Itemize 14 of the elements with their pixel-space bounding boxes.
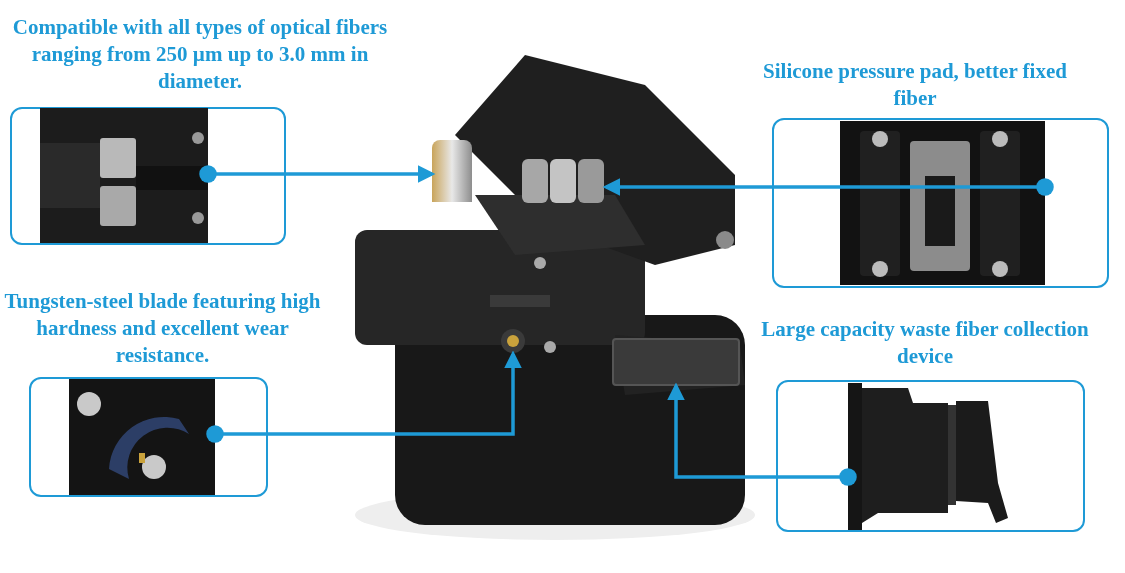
leader-arrow bbox=[602, 178, 1054, 196]
photo-placeholder bbox=[40, 108, 208, 243]
blade-wheel bbox=[500, 328, 526, 354]
callout-heading: Compatible with all types of optical fibers ranging from 250 µm up to 3.0 mm in diameter. bbox=[11, 13, 389, 95]
leader-arrow bbox=[199, 165, 436, 183]
waste-bin-lid bbox=[612, 338, 740, 386]
leader-arrow bbox=[206, 350, 522, 443]
callout-heading: Large capacity waste fiber collection device bbox=[760, 316, 1090, 370]
callout-heading: Silicone pressure pad, better fixed fiber bbox=[762, 58, 1068, 112]
callout-heading: Tungsten-steel blade featuring high hardness and excellent wear resistance. bbox=[3, 287, 322, 369]
leader-arrow bbox=[667, 382, 857, 486]
photo-placeholder bbox=[69, 379, 215, 495]
photo-placeholder bbox=[840, 121, 1045, 285]
fiber-clamp-plate bbox=[432, 140, 472, 202]
